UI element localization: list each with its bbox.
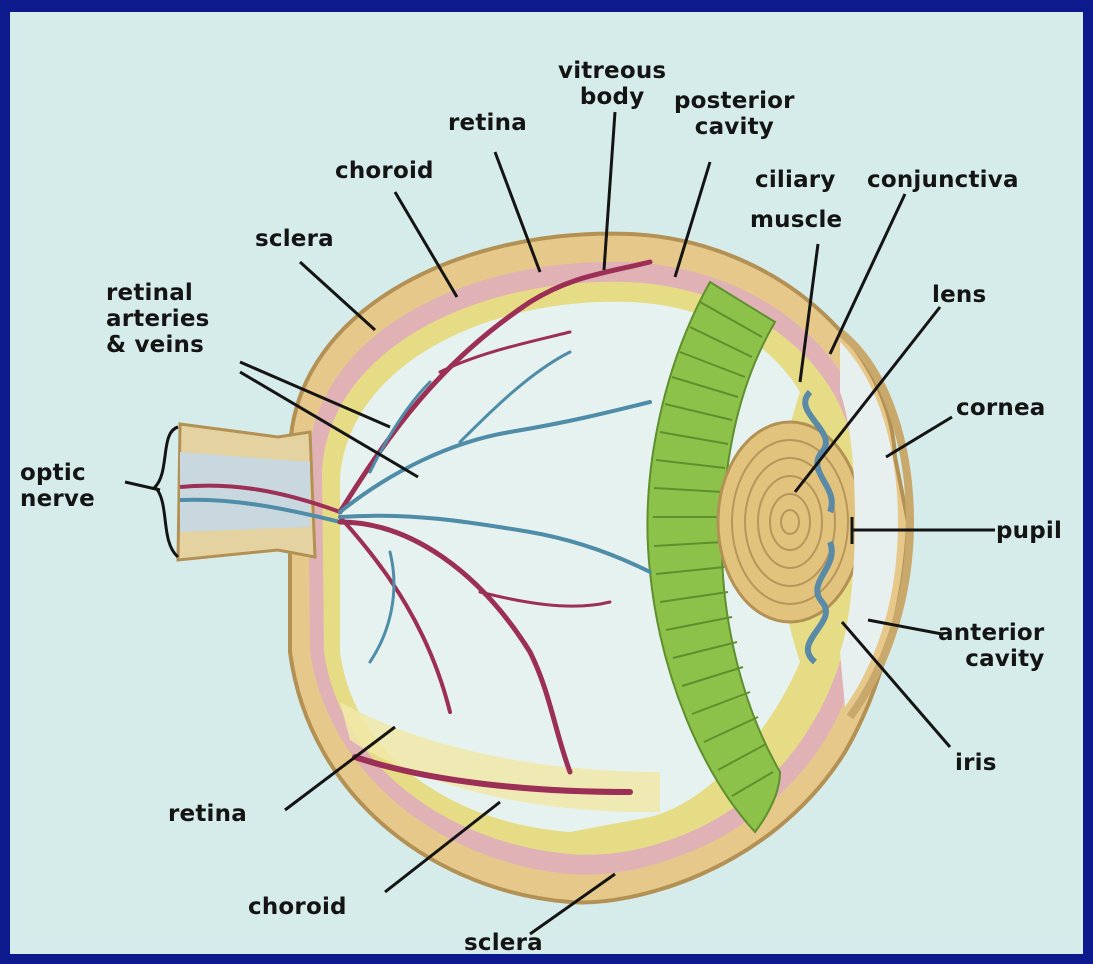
label-muscle: muscle bbox=[750, 207, 842, 233]
label-lens: lens bbox=[932, 282, 986, 308]
label-posterior-cavity: posterior cavity bbox=[674, 88, 795, 140]
label-retina-bottom: retina bbox=[168, 801, 247, 827]
label-pupil: pupil bbox=[996, 518, 1062, 544]
label-optic-nerve: optic nerve bbox=[20, 460, 95, 512]
label-retina-top: retina bbox=[448, 110, 527, 136]
label-retinal-arteries-veins: retinal arteries & veins bbox=[106, 280, 210, 358]
label-choroid-bottom: choroid bbox=[248, 894, 347, 920]
label-conjunctiva: conjunctiva bbox=[867, 167, 1019, 193]
eye-diagram: vitreous body posterior cavity retina ch… bbox=[10, 12, 1083, 954]
optic-nerve-brace bbox=[155, 427, 178, 557]
label-sclera-bottom: sclera bbox=[464, 930, 543, 954]
label-iris: iris bbox=[955, 750, 997, 776]
label-sclera-top: sclera bbox=[255, 226, 334, 252]
label-vitreous-body: vitreous body bbox=[558, 58, 666, 110]
label-ciliary: ciliary bbox=[755, 167, 836, 193]
lens bbox=[718, 422, 862, 622]
label-choroid-top: choroid bbox=[335, 158, 434, 184]
label-anterior-cavity: anterior cavity bbox=[938, 620, 1044, 672]
label-cornea: cornea bbox=[956, 395, 1045, 421]
